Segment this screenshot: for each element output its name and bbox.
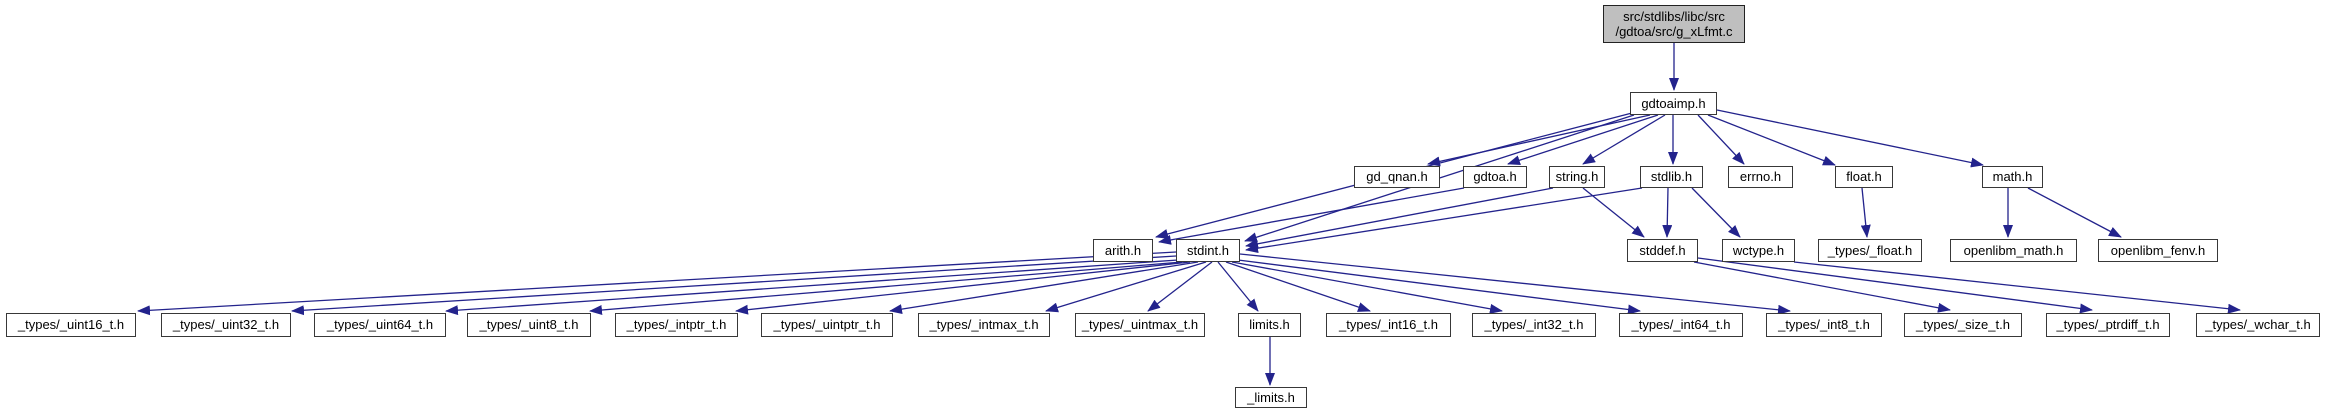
include-edge-stdlib-h-to-stddef-h: [1662, 187, 1673, 238]
include-edge-stdint-h-to-_types-_int8_t-h: [1239, 253, 1791, 315]
node-openlibm_fenv-h[interactable]: openlibm_fenv.h: [2098, 239, 2218, 262]
node-stdlib-h[interactable]: stdlib.h: [1640, 166, 1703, 188]
node-_types-_ptrdiff_t-h[interactable]: _types/_ptrdiff_t.h: [2046, 313, 2170, 337]
node-_types-_int16_t-h[interactable]: _types/_int16_t.h: [1326, 313, 1451, 337]
node-_types-_size_t-h[interactable]: _types/_size_t.h: [1904, 313, 2022, 337]
include-edge-gdtoaimp-h-to-gdtoa-h: [1507, 114, 1659, 166]
node-_types-_int32_t-h[interactable]: _types/_int32_t.h: [1472, 313, 1596, 337]
include-edge-string-h-to-stdint-h: [1245, 187, 1554, 249]
node-_types-_intmax_t-h[interactable]: _types/_intmax_t.h: [918, 313, 1050, 337]
include-edge-gdtoaimp-h-to-string-h: [1582, 114, 1666, 165]
root-source-file-node: src/stdlibs/libc/src /gdtoa/src/g_xLfmt.…: [1603, 5, 1745, 43]
node-string-h[interactable]: string.h: [1549, 166, 1605, 188]
include-edge-math-h-to-openlibm_fenv-h: [2027, 187, 2122, 238]
node-math-h[interactable]: math.h: [1982, 166, 2043, 188]
node-errno-h[interactable]: errno.h: [1728, 166, 1793, 188]
include-edge-gdtoaimp-h-to-float-h: [1707, 114, 1836, 166]
node-float-h[interactable]: float.h: [1835, 166, 1893, 188]
node-wctype-h[interactable]: wctype.h: [1722, 239, 1795, 262]
node-_types-_int64_t-h[interactable]: _types/_int64_t.h: [1619, 313, 1743, 337]
node-_types-_uint16_t-h[interactable]: _types/_uint16_t.h: [6, 313, 136, 337]
node-_types-_float-h[interactable]: _types/_float.h: [1818, 239, 1922, 262]
node-_types-_uint8_t-h[interactable]: _types/_uint8_t.h: [467, 313, 591, 337]
include-edge-stdint-h-to-_types-_int16_t-h: [1225, 261, 1371, 312]
include-edge-stdlib-h-to-stdint-h: [1245, 187, 1643, 254]
include-edge-stdint-h-to-_types-_uintptr_t-h: [889, 261, 1199, 315]
node-_types-_int8_t-h[interactable]: _types/_int8_t.h: [1766, 313, 1882, 337]
include-edge-stdint-h-to-_types-_intptr_t-h: [735, 261, 1191, 315]
node-limits-h[interactable]: limits.h: [1238, 313, 1301, 337]
include-edge-gdtoaimp-h-to-gd_qnan-h: [1427, 114, 1651, 167]
include-edge-stdint-h-to-_types-_uint16_t-h: [137, 251, 1177, 316]
include-edge-stdint-h-to-_types-_int64_t-h: [1237, 259, 1641, 315]
node-_types-_intptr_t-h[interactable]: _types/_intptr_t.h: [615, 313, 738, 337]
node-_types-_uintmax_t-h[interactable]: _types/_uintmax_t.h: [1075, 313, 1205, 337]
node-openlibm_math-h[interactable]: openlibm_math.h: [1950, 239, 2077, 262]
node-_limits-h[interactable]: _limits.h: [1235, 387, 1307, 408]
node-_types-_uint32_t-h[interactable]: _types/_uint32_t.h: [161, 313, 291, 337]
node-_types-_uintptr_t-h[interactable]: _types/_uintptr_t.h: [761, 313, 893, 337]
include-edge-gdtoaimp-h-to-errno-h: [1697, 114, 1745, 165]
node-stdint-h[interactable]: stdint.h: [1176, 239, 1240, 262]
include-edge-stdint-h-to-_types-_uint64_t-h: [445, 259, 1179, 316]
include-edge-stddef-h-to-_types-_size_t-h: [1693, 261, 1951, 313]
include-edge-float-h-to-_types-_float-h: [1860, 187, 1871, 238]
include-edge-stdint-h-to-_types-_uint8_t-h: [589, 261, 1183, 315]
node-_types-_wchar_t-h[interactable]: _types/_wchar_t.h: [2196, 313, 2320, 337]
node-gd_qnan-h[interactable]: gd_qnan.h: [1354, 166, 1440, 188]
include-edge-stdint-h-to-_types-_uint32_t-h: [291, 255, 1177, 316]
include-edge-gdtoaimp-h-to-math-h: [1716, 109, 1984, 168]
include-edge-stdint-h-to-_types-_int32_t-h: [1231, 261, 1503, 314]
include-edge-gdtoa-h-to-arith-h: [1158, 187, 1465, 245]
include-edge-stdint-h-to-limits-h: [1217, 261, 1259, 312]
node-gdtoa-h[interactable]: gdtoa.h: [1463, 166, 1527, 188]
node-arith-h[interactable]: arith.h: [1093, 239, 1153, 262]
include-edge-stdint-h-to-_types-_intmax_t-h: [1045, 261, 1207, 313]
include-edge-stddef-h-to-_types-_ptrdiff_t-h: [1697, 257, 2093, 314]
include-edge-wctype-h-to-_types-_wchar_t-h: [1793, 261, 2241, 314]
node-gdtoaimp-h[interactable]: gdtoaimp.h: [1630, 92, 1717, 115]
node-stddef-h[interactable]: stddef.h: [1627, 239, 1698, 262]
include-edge-stdint-h-to-_types-_uintmax_t-h: [1147, 261, 1213, 312]
include-edge-stdlib-h-to-wctype-h: [1691, 187, 1741, 238]
node-_types-_uint64_t-h[interactable]: _types/_uint64_t.h: [314, 313, 446, 337]
